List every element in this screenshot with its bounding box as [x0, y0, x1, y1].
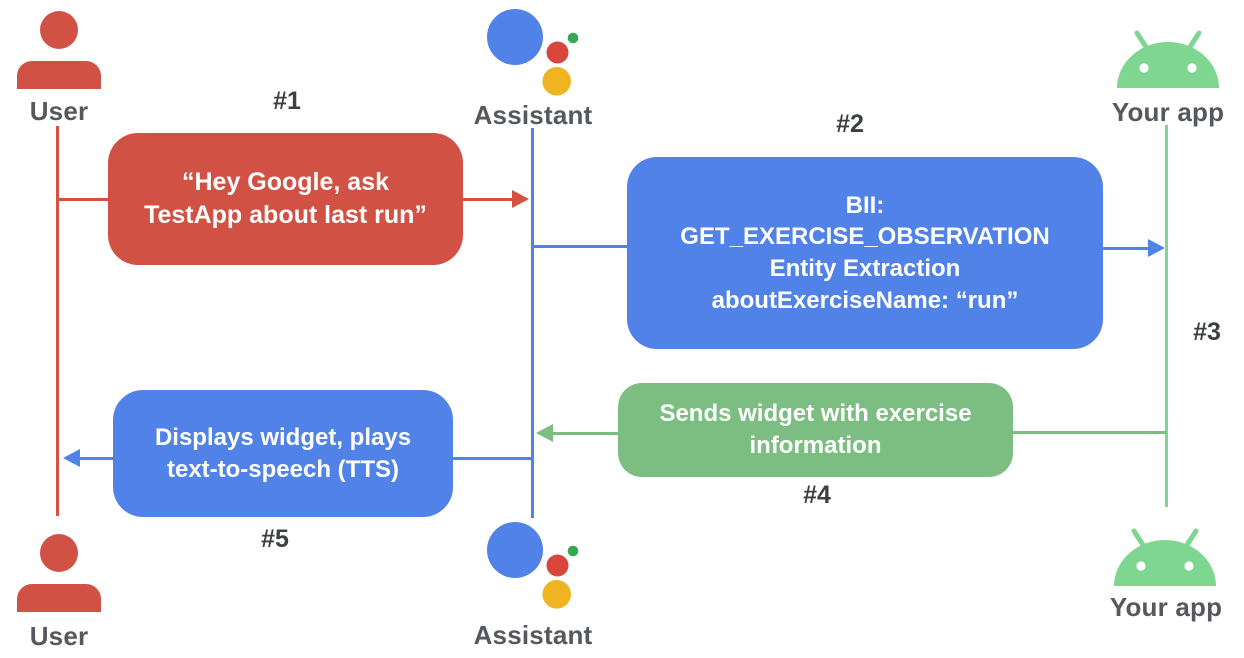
- message-4-text: Sends widget with exercise information: [659, 400, 972, 459]
- message-5-arrowhead: [63, 449, 80, 467]
- message-1-box: “Hey Google, ask TestApp about last run”: [108, 133, 463, 265]
- message-1-arrowhead: [512, 190, 529, 208]
- message-4-arrowhead: [536, 424, 553, 442]
- message-5-line-start: [453, 457, 532, 460]
- app-top-label: Your app: [1111, 97, 1225, 127]
- assistant-lifeline: [531, 128, 534, 518]
- step-2-label: #2: [836, 110, 864, 138]
- user-top-label: User: [29, 96, 89, 126]
- assistant-bottom-label: Assistant: [473, 620, 593, 650]
- message-5-box: Displays widget, plays text-to-speech (T…: [113, 390, 453, 517]
- message-2-line-start: [534, 245, 627, 248]
- android-icon: [1116, 26, 1220, 95]
- step-4-label: #4: [803, 481, 831, 509]
- app-lifeline: [1165, 125, 1168, 507]
- assistant-top-label: Assistant: [473, 100, 593, 130]
- user-bottom-label: User: [29, 621, 89, 651]
- android-icon: [1113, 524, 1217, 593]
- step-3-label: #3: [1193, 318, 1221, 346]
- google-assistant-icon: [482, 521, 582, 618]
- message-2-text: BII: GET_EXERCISE_OBSERVATION Entity Ext…: [680, 191, 1050, 314]
- message-4-box: Sends widget with exercise information: [618, 383, 1013, 477]
- message-2-arrowhead: [1148, 239, 1165, 257]
- step-1-label: #1: [273, 87, 301, 115]
- user-lifeline: [56, 126, 59, 516]
- app-bottom-label: Your app: [1109, 592, 1223, 622]
- google-assistant-icon: [482, 8, 582, 105]
- step-5-label: #5: [261, 525, 289, 553]
- message-1-line-end: [463, 198, 512, 201]
- message-4-line-start: [1013, 431, 1166, 434]
- message-1-text: “Hey Google, ask TestApp about last run”: [144, 168, 427, 229]
- message-5-text: Displays widget, plays text-to-speech (T…: [154, 423, 412, 483]
- user-icon: [17, 534, 101, 617]
- message-4-line-end: [553, 432, 618, 435]
- message-1-line-start: [58, 198, 108, 201]
- message-2-line-end: [1103, 247, 1148, 250]
- message-5-line-end: [80, 457, 113, 460]
- message-2-box: BII: GET_EXERCISE_OBSERVATION Entity Ext…: [627, 157, 1103, 349]
- user-icon: [17, 11, 101, 94]
